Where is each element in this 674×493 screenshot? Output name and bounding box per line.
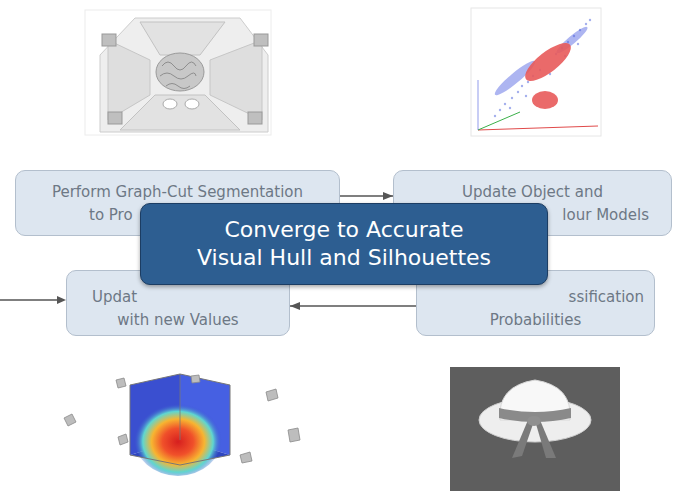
step-text: Probabilities xyxy=(490,311,582,329)
result-box: Converge to Accurate Visual Hull and Sil… xyxy=(140,203,548,285)
step-text: with new Values xyxy=(117,311,238,329)
probability-volume xyxy=(48,370,308,476)
flow-arrow xyxy=(290,305,416,307)
step-text: to Pro xyxy=(89,206,133,224)
camera-rig-illustration xyxy=(85,10,271,135)
colour-model-plot xyxy=(471,8,601,136)
step-text: lour Models xyxy=(562,206,649,224)
result-text: Converge to Accurate Visual Hull and Sil… xyxy=(153,216,535,272)
step-text: Perform Graph-Cut Segmentation xyxy=(52,183,303,201)
flow-arrow xyxy=(340,195,393,197)
silhouette-photo xyxy=(450,367,620,491)
entry-arrow xyxy=(0,296,66,304)
step-text: ssification xyxy=(569,288,644,306)
step-text: Update Object and xyxy=(462,183,603,201)
step-text: Updat xyxy=(92,288,137,306)
